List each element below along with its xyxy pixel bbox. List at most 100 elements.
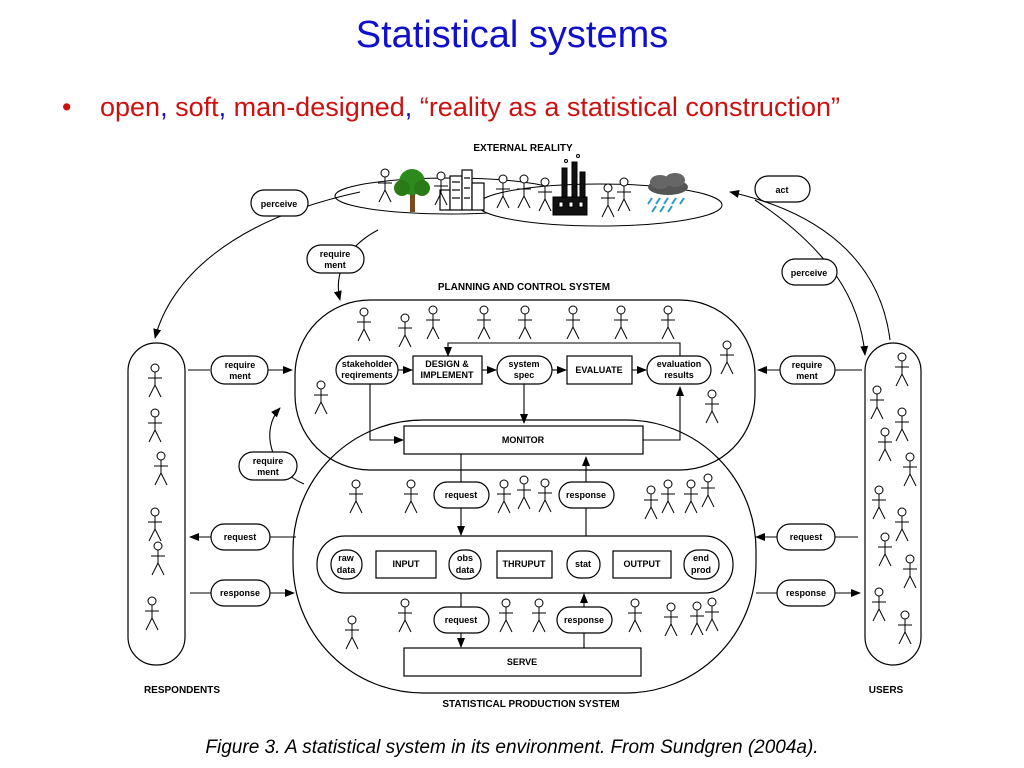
response-right-label: response [786,588,826,598]
stakeholder-pill [335,355,399,385]
bullet-item-open: open [100,92,161,122]
person-icon [898,610,912,645]
response-bottom-pill [556,606,613,634]
requirement-left-pill [210,355,269,385]
requirement-top-label-1: require [320,249,351,259]
person-icon [538,478,552,513]
person-icon [496,174,510,209]
request-right-pill [776,523,836,551]
monitor-label: MONITOR [502,435,545,445]
person-icon [398,313,412,348]
respondents-boundary [127,342,186,666]
act-label: act [775,185,788,195]
person-icon [426,305,440,340]
person-icon [148,408,162,443]
evaluate-label: EVALUATE [575,365,622,375]
bullet-separator: , [404,92,413,122]
person-icon [895,507,909,542]
bullet-item-man-designed: man-designed [233,92,405,122]
serve-label: SERVE [507,657,537,667]
requirement-right-label-1: require [792,360,823,370]
perceive-right-label: perceive [791,268,828,278]
response-top-pill [558,481,615,509]
bullet-item-reality: “reality as a statistical construction” [419,92,840,122]
respondents-label: RESPONDENTS [144,685,220,696]
requirement-top-pill [306,244,365,274]
system-spec-label-2: spec [514,370,535,380]
person-icon [705,389,719,424]
person-icon [345,615,359,650]
evaluation-results-label-1: evaluation [657,359,702,369]
person-icon [661,305,675,340]
person-icon [499,598,513,633]
person-icon [684,479,698,514]
person-icon [357,307,371,342]
person-icon [720,340,734,375]
end-prod-label-2: prod [691,565,711,575]
request-left-label: request [224,532,257,542]
perceive-left-label: perceive [261,199,298,209]
person-icon [872,587,886,622]
person-icon [872,485,886,520]
person-icon [628,598,642,633]
planning-control-system-boundary [294,299,756,471]
person-icon [349,479,363,514]
requirement-left-label-2: ment [229,371,251,381]
person-icon [314,380,328,415]
requirement-middle-label-2: ment [257,467,279,477]
person-icon [870,385,884,420]
bullet-separator: , [218,92,227,122]
monitor-box [403,425,644,455]
stakeholder-label-1: stakeholder [342,359,393,369]
request-bottom-pill [433,606,490,634]
response-left-pill [210,579,271,607]
requirement-right-pill [779,355,836,385]
request-left-pill [210,523,271,551]
requirement-left-label-1: require [225,360,256,370]
raw-data-label-1: raw [338,553,355,563]
stakeholder-label-2: reqirements [341,370,393,380]
person-icon [617,177,631,212]
stat-label: stat [575,559,591,569]
person-icon [895,407,909,442]
person-icon [434,171,448,206]
external-reality-label: EXTERNAL REALITY [473,143,573,154]
system-spec-pill [496,355,553,385]
obs-data-pill [448,549,482,580]
tree-icon [394,169,430,212]
evaluation-results-label-2: results [664,370,694,380]
thruput-box [496,550,553,579]
act-pill [754,175,811,203]
person-icon [690,601,704,636]
evaluate-box [566,355,633,385]
person-icon [477,305,491,340]
stat-pill [566,550,601,579]
evaluation-results-pill [646,355,712,385]
end-prod-pill [683,549,720,580]
slide-title: Statistical systems [355,14,669,56]
person-icon [614,305,628,340]
rain-cloud-icon [647,173,688,213]
arrow-stakeholder-to-monitor [369,383,404,444]
person-icon [538,177,552,212]
person-icon [148,507,162,542]
person-icon [895,352,909,387]
person-icon [664,602,678,637]
response-left-label: response [220,588,260,598]
person-icon [601,183,615,218]
bullet-separator: , [160,92,168,122]
response-bottom-label: response [564,615,604,625]
request-top-label: request [445,490,478,500]
person-icon [154,451,168,486]
output-label: OUTPUT [624,559,662,569]
serve-box [403,647,642,677]
person-icon [517,475,531,510]
design-implement-box [412,355,483,385]
input-box [375,550,437,579]
person-icon [878,427,892,462]
users-label: USERS [869,685,904,696]
users-boundary [864,342,922,666]
requirement-middle-pill [238,451,298,481]
perceive-left-pill [250,189,309,217]
